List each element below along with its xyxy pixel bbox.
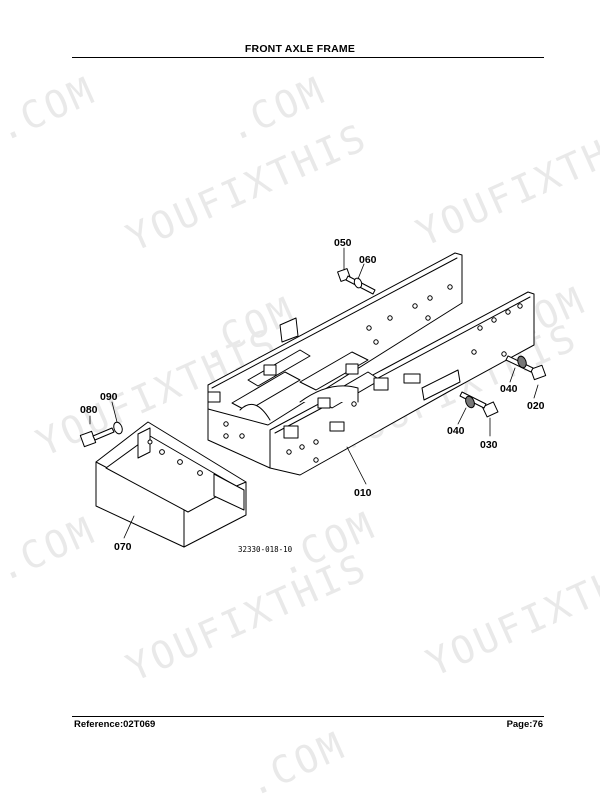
label-080: 080 xyxy=(80,404,98,416)
reference-number: Reference:02T069 xyxy=(74,719,156,730)
label-040: 040 xyxy=(447,425,465,437)
label-090: 090 xyxy=(100,391,118,403)
frame-010 xyxy=(207,252,535,476)
bolt-080 xyxy=(79,427,115,448)
bolt-030 xyxy=(459,391,499,418)
label-040: 040 xyxy=(500,383,518,395)
label-060: 060 xyxy=(359,254,377,266)
footer-divider xyxy=(72,716,544,717)
bumper-070 xyxy=(95,421,247,548)
washer-090 xyxy=(113,421,123,435)
washer-060 xyxy=(353,277,363,289)
washer-040-right xyxy=(517,355,527,369)
header-divider xyxy=(72,57,544,58)
front-axle-frame-diagram: 050 060 010 040 020 040 030 090 080 070 … xyxy=(79,237,547,554)
washer-040-left xyxy=(465,395,475,409)
label-050: 050 xyxy=(334,237,352,249)
page-title: FRONT AXLE FRAME xyxy=(244,43,356,55)
label-010: 010 xyxy=(354,487,372,499)
label-030: 030 xyxy=(480,439,498,451)
label-070: 070 xyxy=(114,541,132,553)
page-number: Page:76 xyxy=(506,719,543,730)
label-020: 020 xyxy=(527,400,545,412)
figure-id: 32330-018-10 xyxy=(238,545,293,554)
